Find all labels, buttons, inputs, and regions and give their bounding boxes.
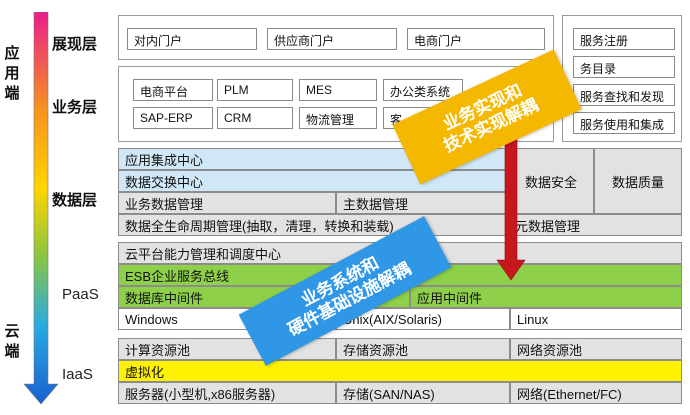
presentation-layer-label: 展现层 [52, 36, 98, 53]
portal-internal: 对内门户 [127, 28, 257, 50]
network-pool: 网络资源池 [510, 338, 682, 360]
data-layer-label: 数据层 [52, 192, 98, 209]
presentation-panel: 对内门户 供应商门户 电商门户 [118, 15, 554, 60]
biz-office: 办公类系统 [383, 79, 463, 101]
service-registry: 服务注册 [573, 28, 675, 50]
hw-network: 网络(Ethernet/FC) [510, 382, 682, 404]
app-middleware: 应用中间件 [410, 286, 682, 308]
data-exchange-center: 数据交换中心 [118, 170, 508, 192]
biz-data-mgmt: 业务数据管理 [118, 192, 336, 214]
business-layer-label: 业务层 [52, 99, 98, 116]
biz-logistics: 物流管理 [299, 107, 377, 129]
portal-supplier: 供应商门户 [267, 28, 397, 50]
biz-sap-erp: SAP-ERP [133, 107, 213, 129]
biz-plm: PLM [217, 79, 293, 101]
os-linux: Linux [510, 308, 682, 330]
data-security: 数据安全 [508, 148, 594, 214]
master-data-mgmt: 主数据管理 [336, 192, 508, 214]
iaas-label: IaaS [62, 366, 93, 383]
meta-data-mgmt: 元数据管理 [508, 214, 682, 236]
app-end-label: 应用端 [4, 45, 20, 102]
decoupling-arrow [496, 138, 526, 281]
virtualization: 虚拟化 [118, 360, 682, 382]
service-integration: 服务使用和集成 [573, 112, 675, 134]
biz-crm: CRM [217, 107, 293, 129]
data-quality: 数据质量 [594, 148, 682, 214]
portal-ecommerce: 电商门户 [407, 28, 545, 50]
storage-pool: 存储资源池 [336, 338, 510, 360]
cloud-end-label: 云端 [4, 323, 20, 360]
service-catalog: 务目录 [573, 56, 675, 78]
data-lifecycle-mgmt: 数据全生命周期管理(抽取，清理，转换和装载) [118, 214, 508, 236]
biz-ecommerce: 电商平台 [133, 79, 213, 101]
os-unix: Unix(AIX/Solaris) [336, 308, 510, 330]
hw-servers: 服务器(小型机,x86服务器) [118, 382, 336, 404]
service-discovery: 服务查找和发现 [573, 84, 675, 106]
vertical-gradient-arrow [23, 12, 59, 405]
paas-label: PaaS [62, 286, 99, 303]
hw-storage: 存储(SAN/NAS) [336, 382, 510, 404]
biz-mes: MES [299, 79, 377, 101]
service-panel: 服务注册 务目录 服务查找和发现 服务使用和集成 [562, 15, 682, 142]
